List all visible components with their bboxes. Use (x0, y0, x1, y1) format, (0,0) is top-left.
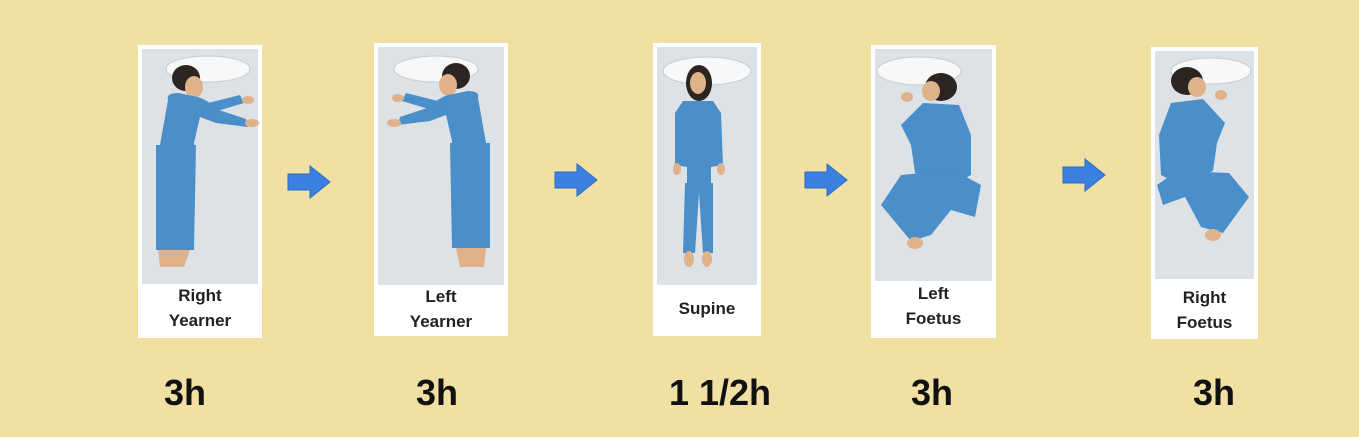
left-yearner-figure-icon (387, 55, 490, 267)
right-foetus-figure-icon (1157, 57, 1252, 241)
arrow-right-icon (1062, 158, 1106, 192)
arrow-right-icon (554, 163, 598, 197)
duration-label: 3h (163, 372, 206, 413)
arrow-right-icon (287, 165, 331, 199)
position-label: Supine (678, 299, 736, 318)
right-yearner-figure-icon (156, 55, 259, 267)
position-label: Left Foetus (905, 284, 962, 328)
position-card-left-foetus: Left Foetus (871, 45, 996, 338)
left-foetus-figure-icon (876, 56, 981, 249)
duration-label: 3h (415, 372, 458, 413)
position-label: Right Foetus (1176, 288, 1233, 332)
duration-label: 3h (1192, 372, 1235, 413)
position-card-right-foetus: Right Foetus (1151, 47, 1258, 339)
duration-label: 1 1/2h (668, 372, 772, 413)
position-label: Right Yearner (168, 286, 232, 330)
duration-label: 3h (910, 372, 953, 413)
position-card-supine: Supine (653, 43, 761, 336)
supine-figure-icon (662, 56, 752, 267)
arrow-right-icon (804, 163, 848, 197)
position-label: Left Yearner (409, 287, 473, 331)
position-card-left-yearner: Left Yearner (374, 43, 508, 336)
position-card-right-yearner: Right Yearner (138, 45, 262, 338)
